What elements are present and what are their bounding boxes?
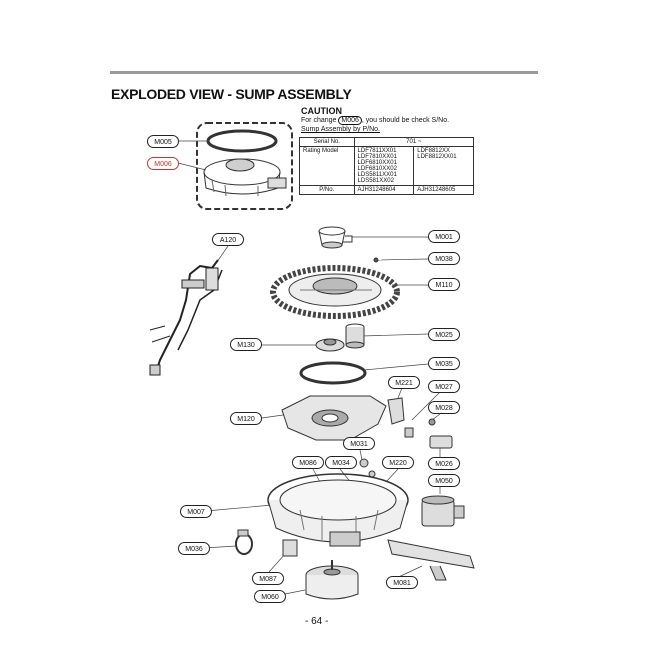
- model: LDS5811XX01: [357, 172, 397, 178]
- page-title: EXPLODED VIEW - SUMP ASSEMBLY: [111, 86, 352, 102]
- inset-gasket-ring: [206, 129, 278, 153]
- part-label-m087: M087: [252, 572, 284, 585]
- table-row: P/No. AJH31248604 AJH31248605: [299, 185, 474, 195]
- wash-motor-part: [305, 560, 359, 600]
- models-col2: LDF8812XX LDF8812XX01: [413, 146, 474, 186]
- part-label-m005: M005: [147, 135, 179, 148]
- caution-heading: CAUTION: [301, 106, 342, 116]
- pno-col2: AJH31248605: [413, 185, 474, 195]
- model: LDF8812XX01: [417, 154, 457, 160]
- small-screw-part: [373, 257, 379, 263]
- sump-cap-part: [318, 226, 353, 249]
- inset-box: [196, 122, 293, 210]
- model: LDF6810XX02: [357, 166, 397, 172]
- part-label-m034: M034: [325, 456, 357, 469]
- heater-clip-part: [282, 539, 298, 557]
- part-label-m027: M027: [428, 380, 460, 393]
- part-label-m221: M221: [388, 376, 420, 389]
- caution-subheading: Sump Assembly by P/No.: [301, 126, 380, 133]
- filter-ring-part: [270, 265, 400, 319]
- caution-part-ref: M006: [338, 116, 362, 125]
- model: LDF7810XX01: [357, 154, 397, 160]
- part-label-m110: M110: [428, 278, 460, 291]
- table-row: Rating Model LDF7811XX01 LDF7810XX01 LDF…: [299, 146, 474, 186]
- model: LDS581XX02: [357, 178, 394, 184]
- part-label-m086: M086: [292, 456, 324, 469]
- model: LDF7811XX01: [357, 148, 397, 154]
- bracket-part: [387, 397, 405, 425]
- model: LDF8812XX: [417, 148, 450, 154]
- part-label-m026: M026: [428, 457, 460, 470]
- part-label-a120: A120: [212, 233, 244, 246]
- part-label-m120: M120: [230, 412, 262, 425]
- heater-part: [387, 539, 475, 581]
- hose-clamp-part: [235, 529, 253, 555]
- drain-pump-part: [421, 495, 465, 527]
- pump-motor-part: [345, 323, 365, 349]
- sump-cover-part: [281, 395, 387, 441]
- impeller-part: [315, 338, 345, 352]
- part-label-m006: M006: [147, 157, 179, 170]
- sump-body-part: [267, 473, 409, 547]
- part-label-m038: M038: [428, 252, 460, 265]
- part-label-m060: M060: [254, 590, 286, 603]
- small-clip-part: [404, 418, 436, 438]
- part-label-m007: M007: [180, 505, 212, 518]
- part-label-m130: M130: [230, 338, 262, 351]
- part-label-m050: M050: [428, 474, 460, 487]
- part-label-m001: M001: [428, 230, 460, 243]
- header-rule: [110, 71, 538, 74]
- part-label-m028: M028: [428, 401, 460, 414]
- caution-text-after: , you should be check S/No.: [361, 117, 450, 124]
- part-label-m031: M031: [343, 437, 375, 450]
- serial-table: Serial No. 701 ~ Rating Model LDF7811XX0…: [299, 137, 475, 195]
- caution-text-before: For change: [301, 117, 337, 124]
- sensor-part: [429, 435, 453, 449]
- part-label-m220: M220: [382, 456, 414, 469]
- part-label-m081: M081: [386, 576, 418, 589]
- page-number: - 64 -: [305, 616, 329, 627]
- seal-part: [359, 458, 369, 468]
- part-label-m025: M025: [428, 328, 460, 341]
- part-label-m035: M035: [428, 357, 460, 370]
- caution-text: For change M006, you should be check S/N…: [301, 116, 449, 125]
- model: LDF6810XX01: [357, 160, 397, 166]
- inset-sump-assembly: [203, 158, 287, 197]
- wire-harness-part: [149, 259, 223, 376]
- gasket-part: [299, 361, 367, 385]
- part-label-m036: M036: [178, 542, 210, 555]
